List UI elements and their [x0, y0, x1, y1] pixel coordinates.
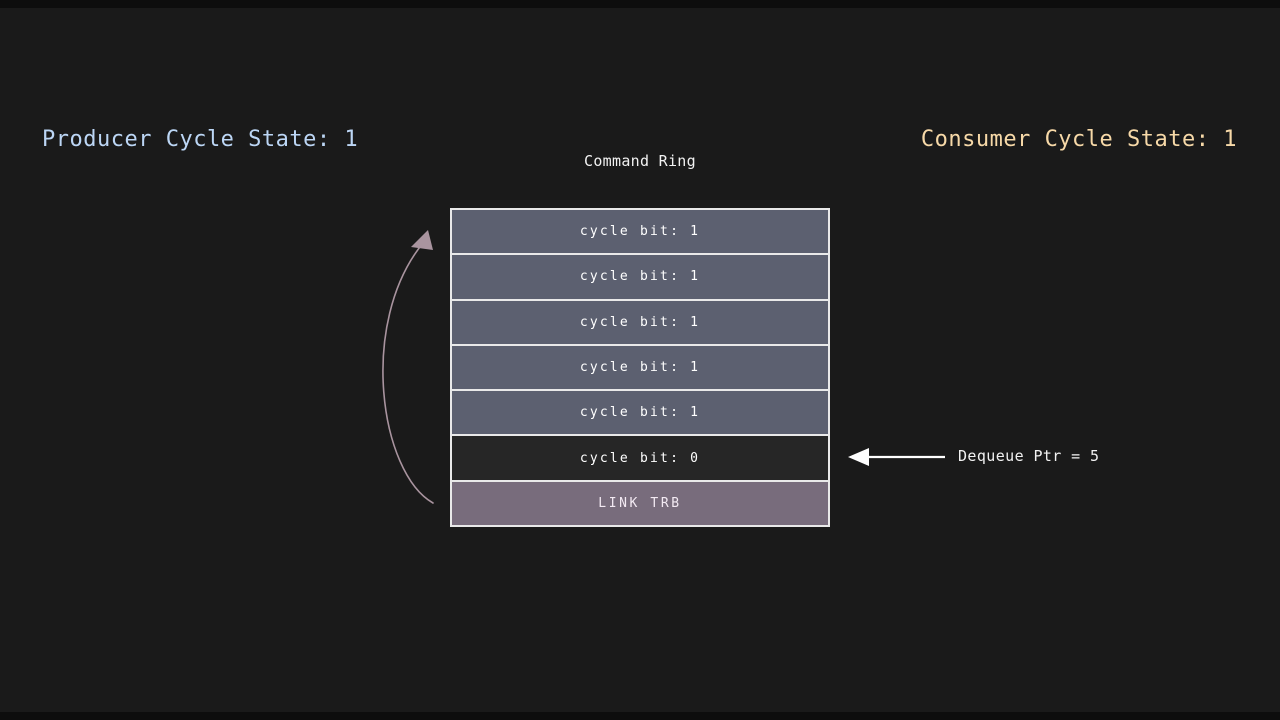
- ring-row: cycle bit: 1: [452, 300, 828, 346]
- ring-row-label: LINK TRB: [598, 495, 682, 511]
- ring-row: cycle bit: 1: [452, 345, 828, 392]
- ring-row: LINK TRB: [452, 481, 828, 525]
- ring-row: cycle bit: 0: [452, 436, 828, 482]
- ring-row: cycle bit: 1: [452, 391, 828, 437]
- ring-row-label: cycle bit: 0: [579, 450, 701, 466]
- dequeue-pointer-group: Dequeue Ptr = 5: [845, 440, 1115, 474]
- ring-row-label: cycle bit: 1: [579, 405, 701, 421]
- ring-row: cycle bit: 1: [452, 255, 828, 301]
- ring-row-label: cycle bit: 1: [579, 224, 701, 240]
- dequeue-pointer-label: Dequeue Ptr = 5: [958, 447, 1100, 465]
- ring-row: cycle bit: 1: [452, 210, 828, 256]
- command-ring-title: Command Ring: [584, 152, 696, 170]
- consumer-cycle-state-label: Consumer Cycle State: 1: [920, 127, 1237, 152]
- dequeue-arrow-icon: [848, 448, 945, 466]
- ring-row-label: cycle bit: 1: [579, 314, 701, 330]
- producer-cycle-state-label: Producer Cycle State: 1: [42, 127, 359, 152]
- diagram-canvas: Producer Cycle State: 1 Consumer Cycle S…: [0, 8, 1280, 712]
- ring-row-label: cycle bit: 1: [579, 269, 701, 285]
- command-ring-box: cycle bit: 1 cycle bit: 1 cycle bit: 1 cycl…: [450, 208, 830, 527]
- ring-row-label: cycle bit: 1: [579, 359, 701, 375]
